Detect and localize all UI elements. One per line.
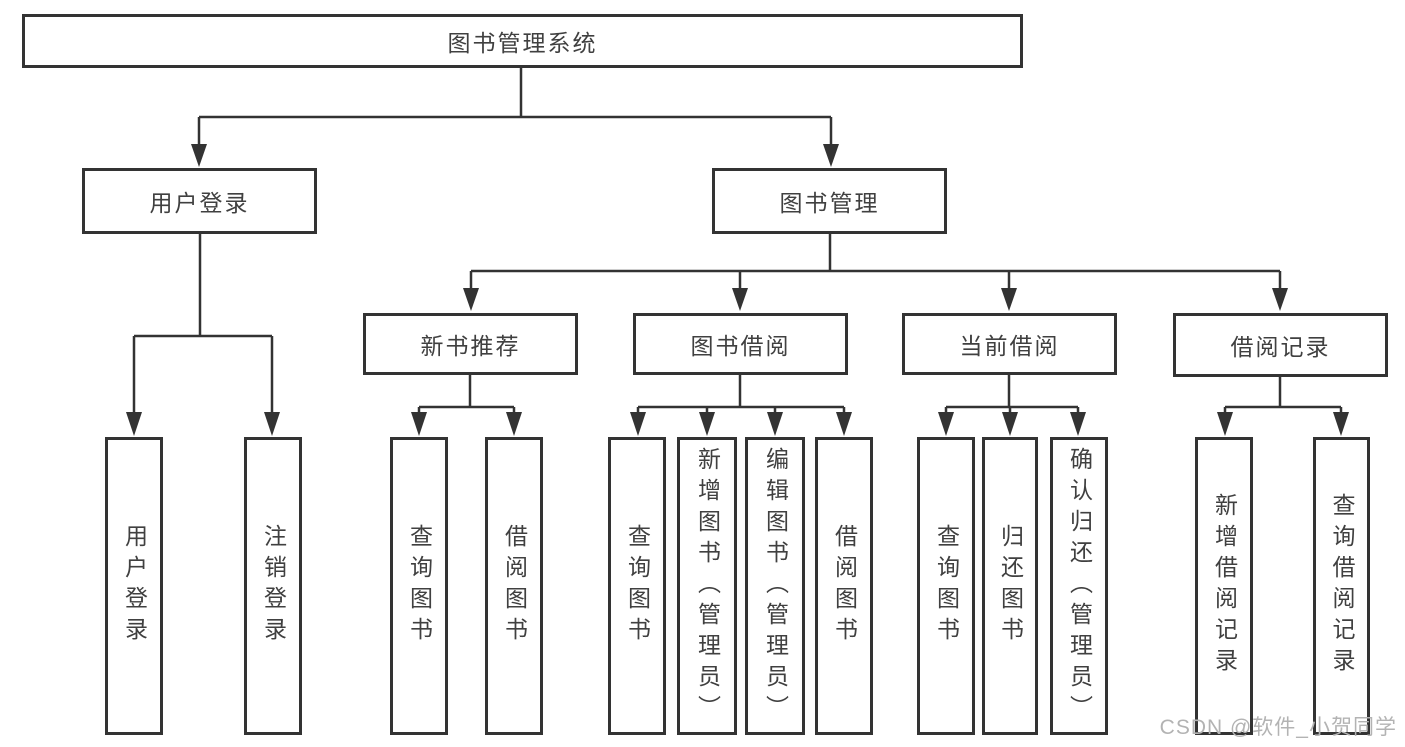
- leaf-user-login: 用户登录: [105, 437, 163, 735]
- leaf-query-books-current-label: 查询图书: [933, 524, 960, 648]
- leaf-query-borrow-record-label: 查询借阅记录: [1329, 493, 1355, 679]
- leaf-edit-book-admin: 编辑图书（管理员）: [745, 437, 805, 735]
- leaf-confirm-return-admin: 确认归还（管理员）: [1050, 437, 1108, 735]
- leaf-return-book-label: 归还图书: [997, 524, 1024, 648]
- leaf-query-books-borrow-label: 查询图书: [624, 524, 651, 648]
- leaf-borrow-books-recommend: 借阅图书: [485, 437, 543, 735]
- node-user-login: 用户登录: [82, 168, 317, 234]
- leaf-edit-book-admin-label: 编辑图书（管理员）: [762, 446, 789, 726]
- node-current-borrowing: 当前借阅: [902, 313, 1117, 375]
- node-book-management: 图书管理: [712, 168, 947, 234]
- leaf-query-books-current: 查询图书: [917, 437, 975, 735]
- leaf-borrow-books: 借阅图书: [815, 437, 873, 735]
- arrowheads: [126, 144, 1349, 436]
- leaf-add-borrow-record: 新增借阅记录: [1195, 437, 1253, 735]
- leaf-query-books-recommend-label: 查询图书: [406, 524, 433, 648]
- leaf-logout: 注销登录: [244, 437, 302, 735]
- leaf-logout-label: 注销登录: [260, 524, 287, 648]
- leaf-add-borrow-record-label: 新增借阅记录: [1211, 493, 1238, 679]
- leaf-confirm-return-admin-label: 确认归还（管理员）: [1066, 446, 1093, 726]
- node-book-management-system: 图书管理系统: [22, 14, 1023, 68]
- leaf-query-books-recommend: 查询图书: [390, 437, 448, 735]
- csdn-watermark: CSDN @软件_小贺同学: [1159, 716, 1397, 739]
- leaf-user-login-label: 用户登录: [121, 524, 148, 648]
- leaf-return-book: 归还图书: [982, 437, 1038, 735]
- leaf-query-borrow-record: 查询借阅记录: [1313, 437, 1370, 735]
- leaf-add-book-admin: 新增图书（管理员）: [677, 437, 737, 735]
- leaf-add-book-admin-label: 新增图书（管理员）: [694, 446, 721, 726]
- node-new-book-recommendation: 新书推荐: [363, 313, 578, 375]
- node-borrowing-records: 借阅记录: [1173, 313, 1388, 377]
- node-book-borrowing: 图书借阅: [633, 313, 848, 375]
- leaf-borrow-books-label: 借阅图书: [831, 524, 858, 648]
- leaf-query-books-borrow: 查询图书: [608, 437, 666, 735]
- leaf-borrow-books-recommend-label: 借阅图书: [501, 524, 528, 648]
